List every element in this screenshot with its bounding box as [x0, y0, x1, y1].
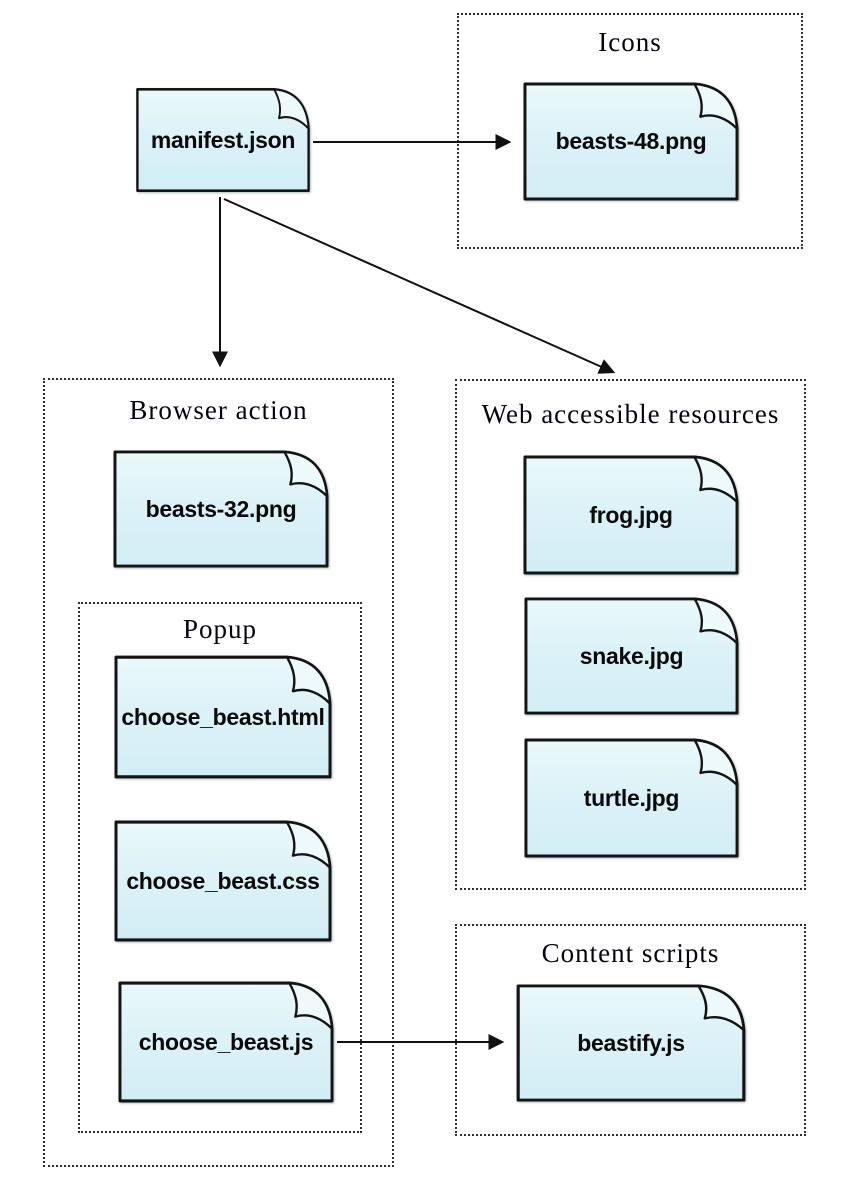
- file-label: choose_beast.js: [138, 1028, 314, 1055]
- document-icon: [523, 455, 739, 575]
- file-label: choose_beast.html: [121, 703, 325, 730]
- group-popup: Popup: [78, 602, 362, 1133]
- group-title: Browser action: [129, 395, 308, 425]
- group-title: Icons: [598, 27, 662, 57]
- file-node-beasts-32-png: beasts-32.png: [112, 447, 330, 571]
- file-label: snake.jpg: [579, 642, 684, 669]
- document-icon: [516, 984, 746, 1102]
- group-icons: Icons: [457, 13, 803, 249]
- file-node-beastify-js: beastify.js: [515, 981, 747, 1105]
- file-label: beasts-48.png: [555, 128, 707, 154]
- document-icon: [114, 655, 332, 779]
- document-icon: [524, 597, 739, 715]
- file-node-choose-beast-js: choose_beast.js: [117, 978, 335, 1106]
- file-label: beasts-32.png: [145, 495, 297, 522]
- group-title: Content scripts: [541, 938, 720, 968]
- group-web-accessible-resources: Web accessible resources: [455, 379, 806, 890]
- file-label: frog.jpg: [589, 501, 673, 528]
- file-node-choose-beast-css: choose_beast.css: [113, 817, 333, 945]
- group-browser-action: Browser action: [43, 378, 394, 1167]
- file-label: choose_beast.css: [126, 867, 320, 894]
- file-node-frog-jpg: frog.jpg: [522, 452, 740, 578]
- file-node-turtle-jpg: turtle.jpg: [523, 735, 740, 861]
- group-content-scripts: Content scripts: [455, 924, 806, 1136]
- file-label: manifest.json: [150, 126, 296, 153]
- file-node-snake-jpg: snake.jpg: [523, 594, 740, 718]
- document-icon: [523, 82, 739, 201]
- document-icon: [113, 450, 329, 568]
- document-icon: [118, 981, 334, 1103]
- document-icon: [524, 738, 739, 858]
- document-icon: [136, 88, 310, 192]
- file-node-beasts-48-png: beasts-48.png: [522, 79, 740, 204]
- file-label: beastify.js: [577, 1029, 685, 1056]
- file-node-manifest-json: manifest.json: [135, 85, 311, 195]
- file-node-choose-beast-html: choose_beast.html: [113, 652, 333, 782]
- document-icon: [114, 820, 332, 942]
- group-title: Popup: [182, 614, 258, 644]
- group-title: Web accessible resources: [481, 399, 780, 429]
- file-label: turtle.jpg: [583, 784, 680, 811]
